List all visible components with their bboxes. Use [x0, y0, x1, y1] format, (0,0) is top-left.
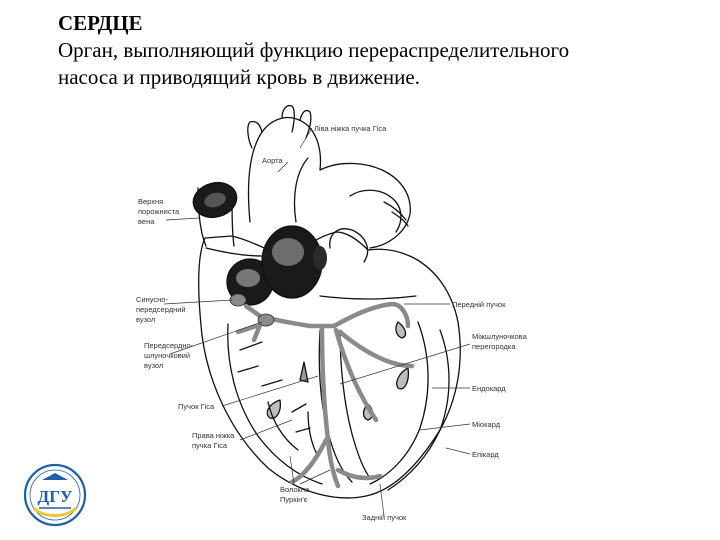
label-sa-node-2: передсердний: [136, 305, 186, 314]
left-subclavian-artery: [299, 109, 312, 139]
purkinje-right: [289, 437, 329, 485]
right-bundle-branch: [319, 325, 341, 489]
label-sa-node-1: Синусно-: [136, 295, 168, 304]
papillary-muscle-left: [396, 367, 410, 390]
slide-title: СЕРДЦЕ: [58, 11, 143, 35]
sa-node: [229, 293, 275, 327]
label-right-branch-2: пучка Гіса: [192, 441, 228, 450]
label-myocardium: Міокард: [472, 420, 501, 429]
label-anterior-fascicle: Передній пучок: [452, 300, 506, 309]
label-sa-node-3: вузол: [136, 315, 155, 324]
university-logo: ДГУ: [23, 463, 87, 527]
logo-text: ДГУ: [38, 487, 74, 506]
label-purkinje-1: Волокна: [280, 485, 310, 494]
left-ventricle-wall: [369, 321, 429, 485]
label-epicardium: Епікард: [472, 450, 499, 459]
label-left-bundle-branch-top: Ліва ніжка пучка Гіса: [314, 124, 387, 133]
label-bundle-of-his: Пучок Гіса: [178, 402, 215, 411]
label-endocardium: Ендокард: [472, 384, 506, 393]
label-septum-2: перегородка: [472, 342, 516, 351]
slide-text: СЕРДЦЕ Орган, выполняющий функцию перера…: [58, 10, 698, 91]
brachiocephalic-artery: [247, 120, 263, 149]
label-posterior-fascicle: Задній пучок: [362, 513, 407, 522]
heart-outline: [197, 231, 461, 499]
slide-body-line-1: Орган, выполняющий функцию перераспредел…: [58, 38, 570, 62]
label-svc-3: вена: [138, 217, 155, 226]
left-carotid-artery: [281, 104, 295, 133]
av-node: [257, 313, 275, 327]
label-right-branch-1: Права ніжка: [192, 431, 235, 440]
label-av-node-2: шлуночковий: [144, 351, 190, 360]
papillary-muscle-right: [266, 399, 282, 419]
left-bundle-branch: [331, 301, 411, 329]
label-purkinje-2: Пуркін'є: [280, 495, 308, 504]
aortic-arch: [247, 116, 411, 249]
label-aorta: Аорта: [262, 156, 284, 165]
label-svc-2: порожниста: [138, 207, 180, 216]
label-av-node-3: вузол: [144, 361, 163, 370]
label-svc-1: Верхня: [138, 197, 163, 206]
label-septum-1: Міжшлуночкова: [472, 332, 528, 341]
slide-body-line-2: насоса и приводящий кровь в движение.: [58, 65, 420, 89]
pulmonary-trunk: [329, 228, 369, 263]
label-av-node-1: Передсердно-: [144, 341, 194, 350]
